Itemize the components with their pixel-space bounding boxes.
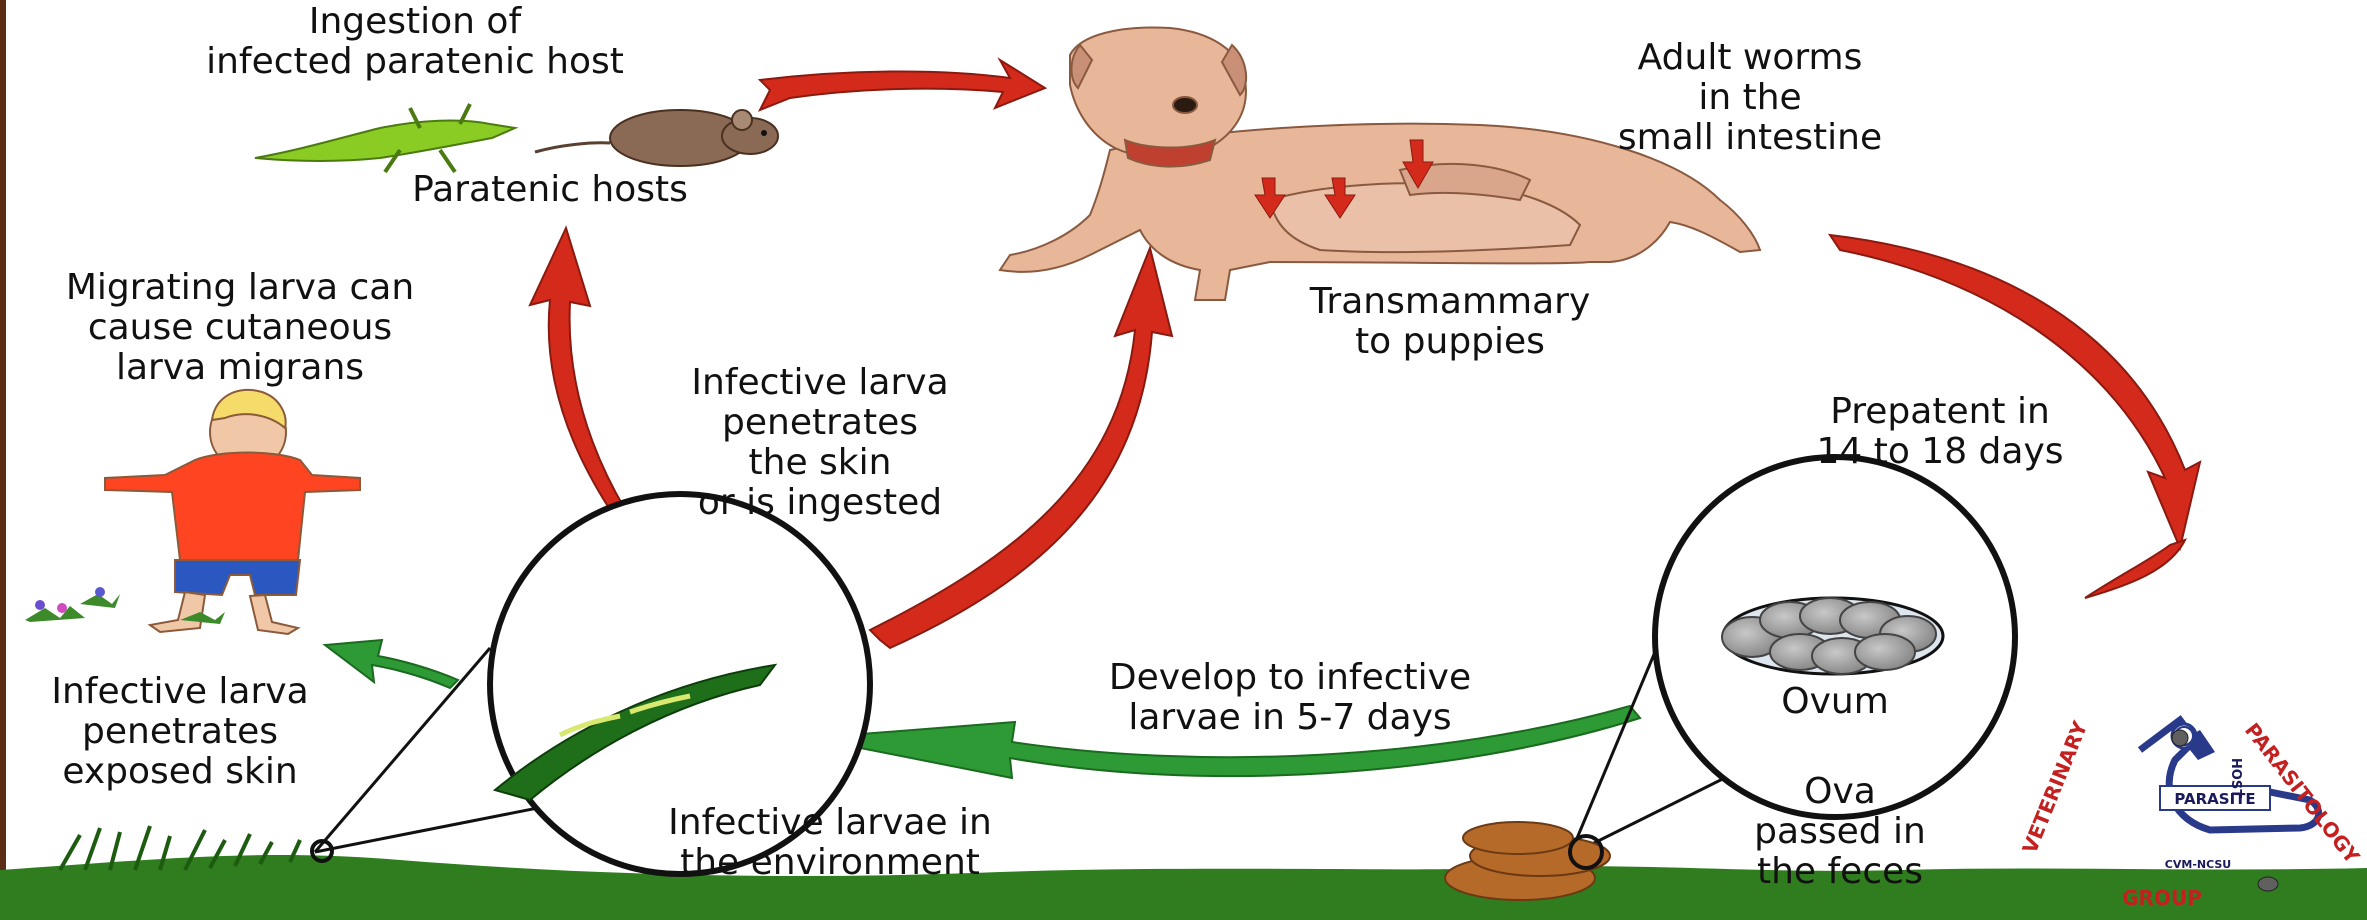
label-develop: Develop to infective larvae in 5-7 days [1000,658,1580,738]
label-ovum: Ovum [1735,682,1935,722]
label-ova-feces: Ova passed in the feces [1740,772,1940,892]
label-ingestion: Ingestion of infected paratenic host [120,2,710,82]
ground [0,855,2367,920]
feces-illustration [1445,822,1610,900]
child-illustration [105,390,360,634]
logo-bottom-text: GROUP [2122,886,2202,910]
logo-arc-left: VETERINARY [2017,717,2092,857]
label-migrating-larva: Migrating larva can cause cutaneous larv… [0,268,480,388]
arrow-prepatent-tail [2085,540,2185,598]
logo-top-dot [2172,730,2188,746]
label-infective-exposed-skin: Infective larva penetrates exposed skin [0,672,360,792]
label-paratenic-hosts: Paratenic hosts [340,170,760,210]
arrow-ingestion-to-dog [760,60,1045,110]
logo-vertical-text: HOST [2228,758,2243,798]
logo-bottom-dot [2258,877,2278,891]
label-adult-worms: Adult worms in the small intestine [1540,38,1960,158]
logo-tagline: CVM-NCSU [2165,858,2231,871]
lizard-illustration [255,104,515,172]
rodent-illustration [535,110,778,166]
label-infective-environment: Infective larvae in the environment [610,803,1050,883]
label-transmammary: Transmammary to puppies [1240,282,1660,362]
label-infective-penetrates-ingested: Infective larva penetrates the skin or i… [600,363,1040,523]
label-prepatent: Prepatent in 14 to 18 days [1730,392,2150,472]
